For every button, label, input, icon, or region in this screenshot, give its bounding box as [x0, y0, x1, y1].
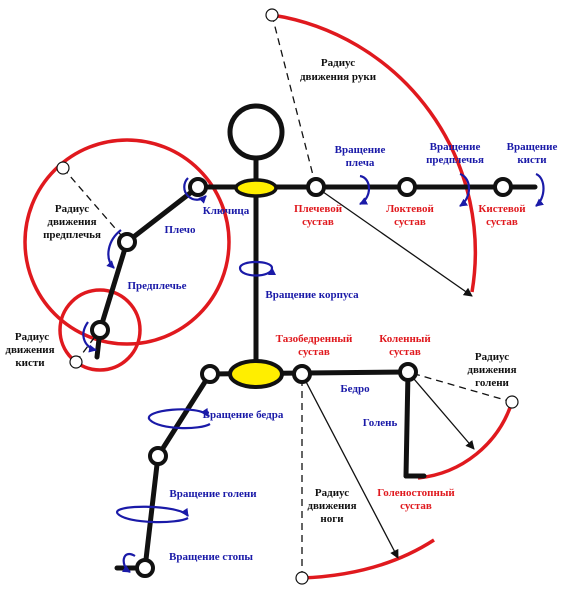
label-radius-arm-1: Радиус [321, 57, 355, 69]
label-radius-hand-1: Радиус [15, 331, 49, 343]
label-knee-joint-1: Коленный [379, 333, 431, 345]
label-forearm: Предплечье [128, 280, 187, 292]
label-hip-joint-1: Тазобедренный [276, 333, 353, 345]
leg-radius-arc [301, 538, 435, 580]
label-thigh: Бедро [340, 383, 370, 395]
rotation-arrows [82, 172, 545, 573]
label-radius-forearm-3: предплечья [43, 229, 101, 241]
label-rot-shin: Вращение голени [169, 488, 257, 500]
elbow-joint [397, 177, 417, 197]
left-wrist-joint [90, 320, 110, 340]
label-radius-leg-1: Радиус [315, 487, 349, 499]
label-radius-hand-2: движения [5, 344, 54, 356]
label-radius-shin-2: движения [467, 364, 516, 376]
head [227, 103, 285, 161]
left-hip-joint [200, 364, 220, 384]
label-shin: Голень [363, 417, 398, 429]
label-radius-forearm-1: Радиус [55, 203, 89, 215]
label-shoulder-joint-2: сустав [302, 216, 334, 228]
label-rot-hand-1: Вращение [507, 141, 558, 153]
pelvis-joint [228, 359, 284, 389]
label-rot-foot: Вращение стопы [169, 551, 253, 563]
label-rot-thigh: Вращение бедра [203, 409, 284, 421]
radius-arrows [301, 186, 475, 559]
left-ankle-joint [135, 558, 155, 578]
label-rot-forearm-2: предплечья [426, 154, 484, 166]
wrist-joint [493, 177, 513, 197]
label-shoulder-joint-1: Плечевой [294, 203, 343, 215]
label-rot-forearm-1: Вращение [430, 141, 481, 153]
label-rot-torso: Вращение корпуса [265, 289, 359, 301]
label-radius-leg-3: ноги [320, 513, 344, 525]
label-wrist-joint-1: Кистевой [478, 203, 526, 215]
label-rot-hand-2: кисти [517, 154, 547, 166]
label-radius-leg-2: движения [307, 500, 356, 512]
hip-joint [292, 364, 312, 384]
label-elbow-joint-1: Локтевой [386, 203, 434, 215]
label-clavicle: Ключица [203, 205, 250, 217]
label-radius-shin-3: голени [475, 377, 509, 389]
hand-radius-circle [58, 288, 142, 372]
label-wrist-joint-2: сустав [486, 216, 518, 228]
label-knee-joint-2: сустав [389, 346, 421, 358]
radius-arcs [23, 13, 514, 580]
radius-end-points [56, 8, 519, 585]
label-ankle-joint-2: сустав [400, 500, 432, 512]
label-ankle-joint-1: Голеностопный [377, 487, 455, 499]
label-radius-hand-3: кисти [15, 357, 45, 369]
left-shoulder-joint [188, 177, 208, 197]
labels: Радиус движения руки Вращение плеча Вращ… [5, 57, 557, 563]
shin-radius-arc [417, 401, 514, 480]
clavicle-joint [234, 178, 278, 198]
label-elbow-joint-2: сустав [394, 216, 426, 228]
label-radius-arm-2: движения руки [300, 71, 377, 83]
joints [90, 177, 513, 578]
label-rot-shoulder-1: Вращение [335, 144, 386, 156]
label-shoulder: Плечо [164, 224, 196, 236]
forearm-radius-circle [23, 138, 231, 346]
label-rot-shoulder-2: плеча [346, 157, 375, 169]
label-radius-shin-1: Радиус [475, 351, 509, 363]
left-knee-joint [148, 446, 168, 466]
radius-dashes [62, 14, 513, 578]
label-hip-joint-2: сустав [298, 346, 330, 358]
arm-radius-arc [271, 13, 478, 293]
knee-joint [398, 362, 418, 382]
left-elbow-joint [117, 232, 137, 252]
shoulder-joint [306, 177, 326, 197]
label-radius-forearm-2: движения [47, 216, 96, 228]
